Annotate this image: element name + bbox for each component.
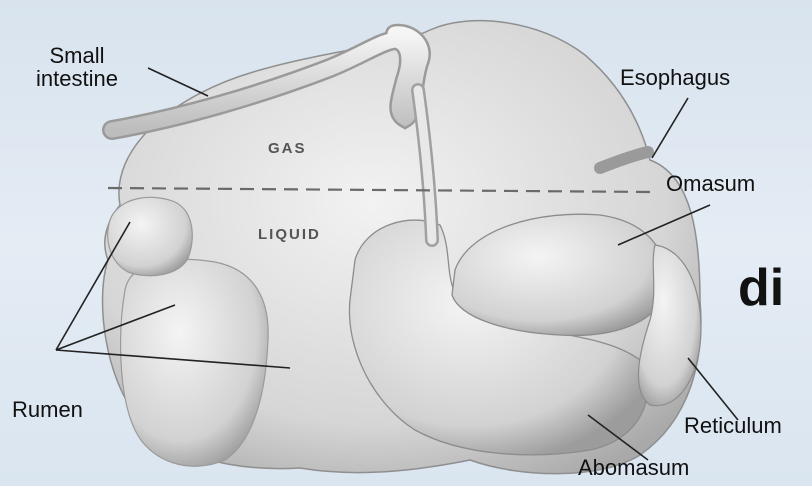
rumen-upper-lobe xyxy=(108,197,192,275)
liquid-region-label: LIQUID xyxy=(258,226,321,243)
leader-reticulum xyxy=(688,358,738,420)
omasum-label: Omasum xyxy=(666,172,755,195)
leader-esophagus xyxy=(652,98,688,158)
rumen-lower-lobe xyxy=(121,259,269,466)
esophagus-label: Esophagus xyxy=(620,66,730,89)
abomasum-label: Abomasum xyxy=(578,456,689,479)
gas-region-label: GAS xyxy=(268,140,307,157)
small-intestine-text: Small intestine xyxy=(36,44,118,90)
reticulum-label: Reticulum xyxy=(684,414,782,437)
small-intestine-label: Small intestine xyxy=(36,44,118,90)
leader-small-intestine xyxy=(148,68,208,96)
rumen-label: Rumen xyxy=(12,398,83,421)
partial-caption-text: di xyxy=(738,258,784,318)
